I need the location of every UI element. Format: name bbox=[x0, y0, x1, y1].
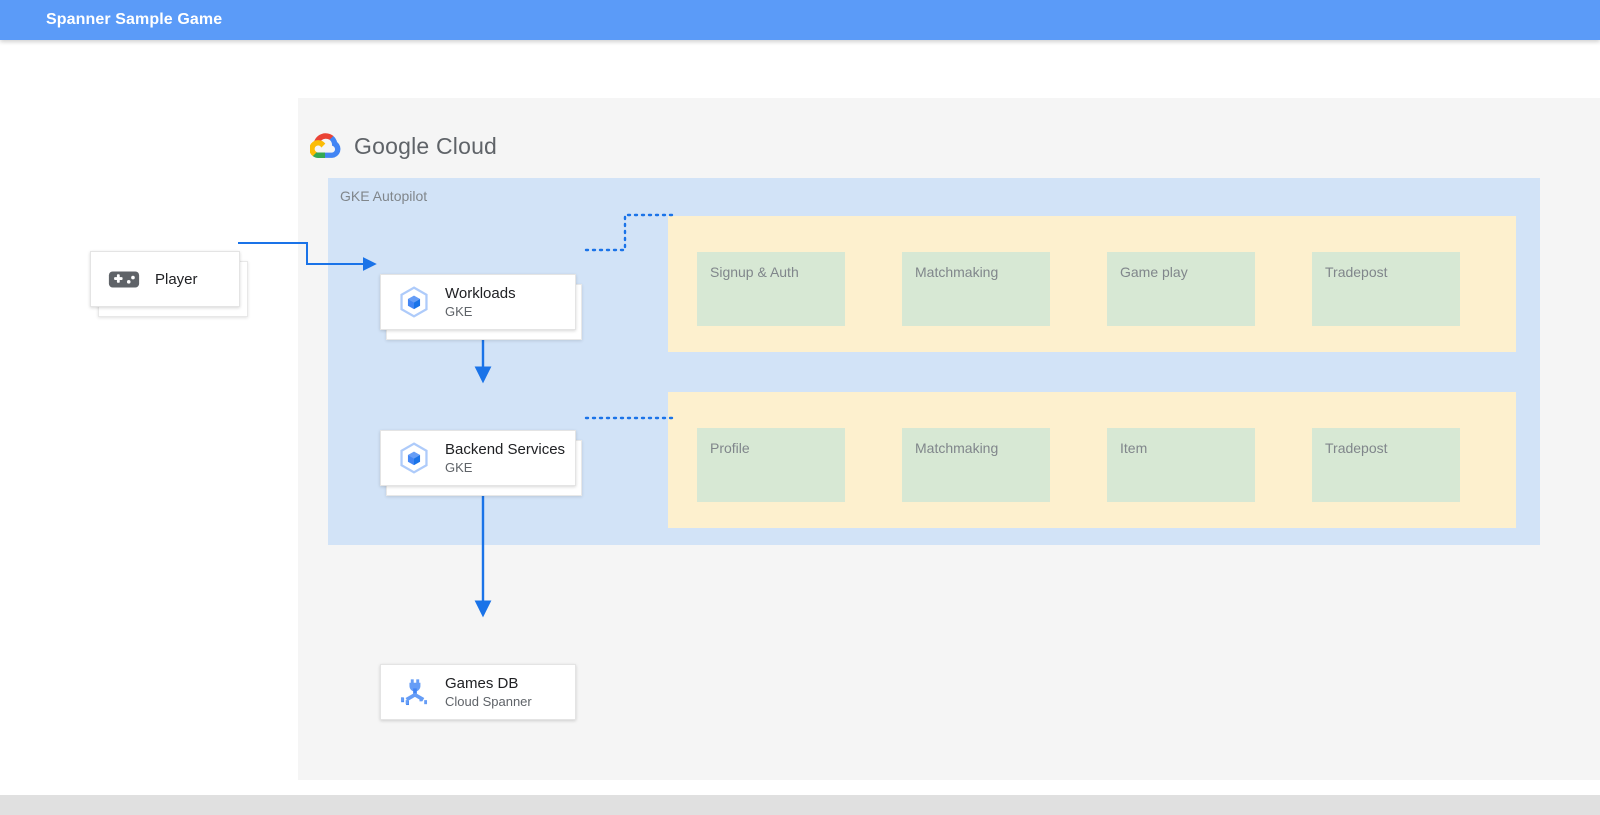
node-workloads[interactable]: Workloads GKE bbox=[380, 274, 576, 330]
node-player[interactable]: Player bbox=[90, 251, 240, 307]
node-backend-services[interactable]: Backend Services GKE bbox=[380, 430, 576, 486]
service-box[interactable]: Signup & Auth bbox=[697, 252, 845, 326]
node-player-text: Player bbox=[155, 270, 198, 289]
node-backend-services-subtitle: GKE bbox=[445, 460, 473, 475]
gke-hexagon-icon bbox=[400, 442, 428, 474]
node-backend-services-title: Backend Services bbox=[445, 441, 566, 458]
service-box-label: Profile bbox=[710, 440, 750, 456]
service-box[interactable]: Item bbox=[1107, 428, 1255, 502]
page-canvas: Google Cloud GKE Autopilot Signup & Auth… bbox=[0, 40, 1600, 795]
service-box-label: Tradepost bbox=[1325, 440, 1388, 456]
node-backend-services-text: Backend Services GKE bbox=[445, 440, 565, 476]
service-box-label: Tradepost bbox=[1325, 264, 1388, 280]
node-games-db-title: Games DB bbox=[445, 675, 519, 692]
node-games-db-subtitle: Cloud Spanner bbox=[445, 694, 532, 709]
cloud-spanner-icon bbox=[400, 679, 428, 706]
google-cloud-wordmark: Google Cloud bbox=[354, 132, 498, 159]
node-workloads-title: Workloads bbox=[445, 285, 516, 302]
gke-hexagon-icon bbox=[400, 286, 428, 318]
service-box[interactable]: Tradepost bbox=[1312, 428, 1460, 502]
service-box-label: Signup & Auth bbox=[710, 264, 799, 280]
google-cloud-logo-icon bbox=[310, 133, 341, 158]
gke-autopilot-panel: GKE Autopilot Signup & Auth Matchmaking … bbox=[328, 178, 1540, 545]
service-box-label: Item bbox=[1120, 440, 1148, 456]
service-box[interactable]: Matchmaking bbox=[902, 252, 1050, 326]
node-games-db-text: Games DB Cloud Spanner bbox=[445, 674, 532, 710]
bottom-status-strip bbox=[0, 795, 1600, 815]
google-cloud-brand: Google Cloud bbox=[310, 130, 497, 162]
gke-autopilot-label: GKE Autopilot bbox=[340, 188, 428, 204]
service-box[interactable]: Matchmaking bbox=[902, 428, 1050, 502]
service-box[interactable]: Profile bbox=[697, 428, 845, 502]
service-box-label: Game play bbox=[1120, 264, 1188, 280]
gamepad-icon bbox=[108, 271, 140, 288]
node-player-title: Player bbox=[155, 270, 198, 288]
service-group-backend: Profile Matchmaking Item Tradepost bbox=[668, 392, 1516, 528]
app-title: Spanner Sample Game bbox=[46, 11, 223, 28]
architecture-diagram: Google Cloud GKE Autopilot Signup & Auth… bbox=[90, 98, 1600, 780]
service-box[interactable]: Tradepost bbox=[1312, 252, 1460, 326]
node-workloads-text: Workloads GKE bbox=[445, 284, 516, 320]
service-box-label: Matchmaking bbox=[915, 264, 999, 280]
service-group-workloads: Signup & Auth Matchmaking Game play Trad… bbox=[668, 216, 1516, 352]
app-bar: Spanner Sample Game bbox=[0, 0, 1600, 40]
service-box[interactable]: Game play bbox=[1107, 252, 1255, 326]
node-games-db[interactable]: Games DB Cloud Spanner bbox=[380, 664, 576, 720]
node-workloads-subtitle: GKE bbox=[445, 304, 473, 319]
service-box-label: Matchmaking bbox=[915, 440, 999, 456]
